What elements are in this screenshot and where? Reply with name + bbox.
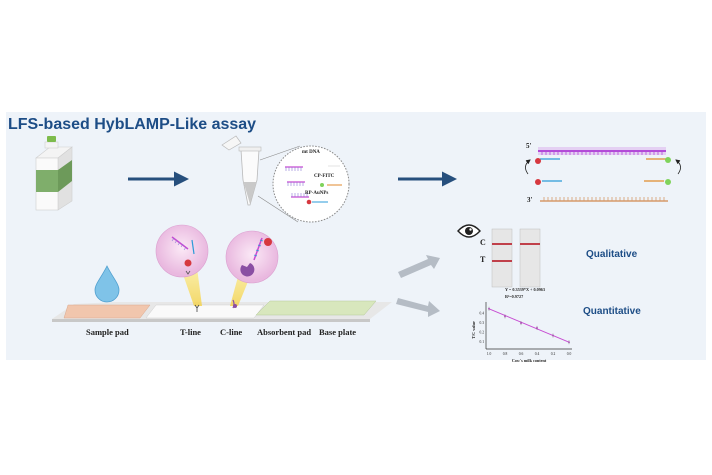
x-tick-label: 0.0 <box>567 352 572 356</box>
lateral-flow-strip <box>52 300 392 322</box>
test-strip-positive <box>491 228 513 288</box>
y-tick-label: 0.4 <box>480 312 485 316</box>
inset-label-mtdna: mt DNA <box>302 150 320 155</box>
strip-marker-c: C <box>480 238 486 247</box>
c-line-bubble <box>225 230 279 284</box>
label-absorbent-pad: Absorbent pad <box>257 327 312 337</box>
chart-xlabel: Cow's milk content <box>512 358 547 363</box>
eye-icon <box>457 224 481 238</box>
hybridization-schematic <box>525 147 681 202</box>
y-tick-label: 0.1 <box>480 340 485 344</box>
result-quantitative: Quantitative <box>583 306 641 317</box>
label-c-line: C-line <box>220 327 243 337</box>
x-tick-label: 0.6 <box>519 352 524 356</box>
x-tick-label: 1.0 <box>487 352 492 356</box>
five-prime-label: 5' <box>526 142 532 150</box>
label-sample-pad: Sample pad <box>86 327 129 337</box>
bottom-strand-ticks <box>543 197 665 201</box>
figure-title: LFS-based HybLAMP-Like assay <box>8 116 257 133</box>
inset-label-cp-fitc: CP-FITC <box>314 174 335 179</box>
gray-arrows <box>396 255 440 317</box>
regression-equation: Y = 0.3539*X + 0.0963 <box>505 287 545 292</box>
test-strip-negative <box>519 228 541 288</box>
y-tick-label: 0.3 <box>480 321 485 325</box>
y-tick-label: 0.2 <box>480 331 485 335</box>
milk-carton-icon <box>35 136 73 211</box>
three-prime-label: 3' <box>527 196 533 204</box>
result-qualitative: Qualitative <box>586 249 638 260</box>
regression-chart: 1.0 0.8 0.6 0.4 0.2 0.0 0.4 0.3 0.2 0.1 Y = 0.35… <box>471 287 572 363</box>
label-t-line: T-line <box>180 327 201 337</box>
fit-line <box>488 308 570 343</box>
t-line-bubble <box>155 224 209 278</box>
x-tick-label: 0.8 <box>503 352 508 356</box>
inset-label-rp-aunps: RP-AuNPs <box>305 191 329 196</box>
x-tick-label: 0.2 <box>551 352 556 356</box>
strip-marker-t: T <box>480 255 486 264</box>
top-strand-ticks <box>541 151 663 155</box>
tube-icon <box>221 135 262 206</box>
chart-ylabel: T/C value <box>471 321 476 339</box>
label-base-plate: Base plate <box>319 327 357 337</box>
drop-icon <box>94 265 120 303</box>
tube-inset-circle <box>272 145 350 223</box>
regression-r2: R²=0.9727 <box>505 294 523 299</box>
x-tick-label: 0.4 <box>535 352 540 356</box>
